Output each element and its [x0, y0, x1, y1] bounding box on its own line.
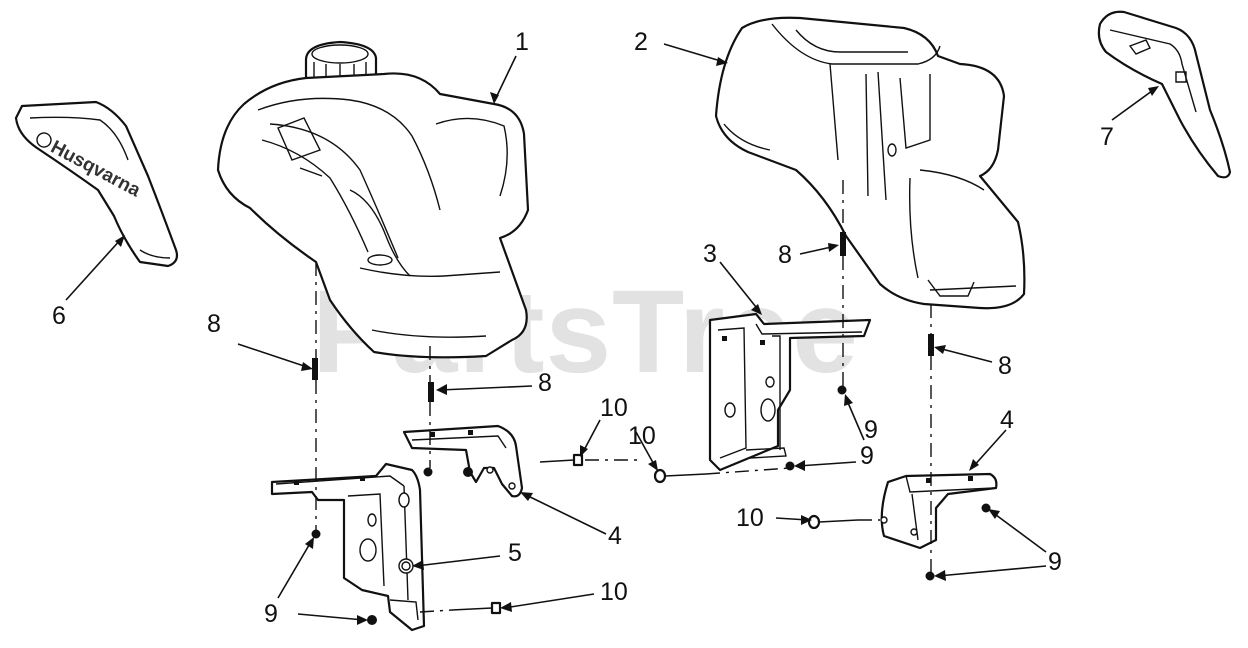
callout-9-a: 9 [264, 600, 278, 628]
stud-8-a [312, 358, 318, 380]
callout-5: 5 [508, 539, 522, 567]
bolt-10-d [807, 514, 859, 530]
callout-labels: 1 2 3 4 4 5 6 7 8 8 8 8 9 9 9 9 10 10 10… [52, 28, 1114, 628]
part-1-left-shroud [216, 40, 530, 359]
callout-8-d: 8 [998, 352, 1012, 380]
assembly-axes [315, 180, 932, 613]
callout-10-d: 10 [736, 504, 764, 532]
callout-9-c: 9 [1048, 548, 1062, 576]
callout-2: 2 [634, 28, 648, 56]
callout-7: 7 [1100, 123, 1114, 151]
bolt-10-c [653, 468, 707, 484]
crown-icon [36, 132, 52, 148]
callout-8-b: 8 [538, 369, 552, 397]
callout-4-left: 4 [608, 522, 622, 550]
callout-1: 1 [515, 28, 529, 56]
leader-lines [65, 43, 1159, 625]
part-2-right-shroud [714, 16, 1026, 310]
callout-8-c: 8 [778, 241, 792, 269]
part-6-logo-cover: Husqvarna [14, 100, 179, 268]
part-4-right-bracket [880, 472, 998, 550]
fasteners [311, 232, 991, 625]
callout-9-d: 9 [864, 416, 878, 444]
part-7-right-cover [1097, 10, 1232, 179]
callout-3: 3 [703, 240, 717, 268]
part-3-center-bracket [708, 312, 872, 472]
callout-4-right: 4 [1000, 406, 1014, 434]
callout-10-c: 10 [628, 422, 656, 450]
callout-10-b: 10 [600, 578, 628, 606]
stud-8-b [428, 382, 434, 402]
callout-8-a: 8 [207, 310, 221, 338]
bolt-10-b [451, 601, 502, 615]
callout-10-a: 10 [600, 394, 628, 422]
part-5-left-large-bracket [270, 462, 426, 632]
callout-9-b: 9 [860, 442, 874, 470]
stud-8-c [840, 232, 846, 256]
part-4-left-bracket [402, 424, 524, 498]
callout-6: 6 [52, 302, 66, 330]
stud-8-d [928, 334, 934, 356]
bolt-10-a [539, 453, 584, 467]
